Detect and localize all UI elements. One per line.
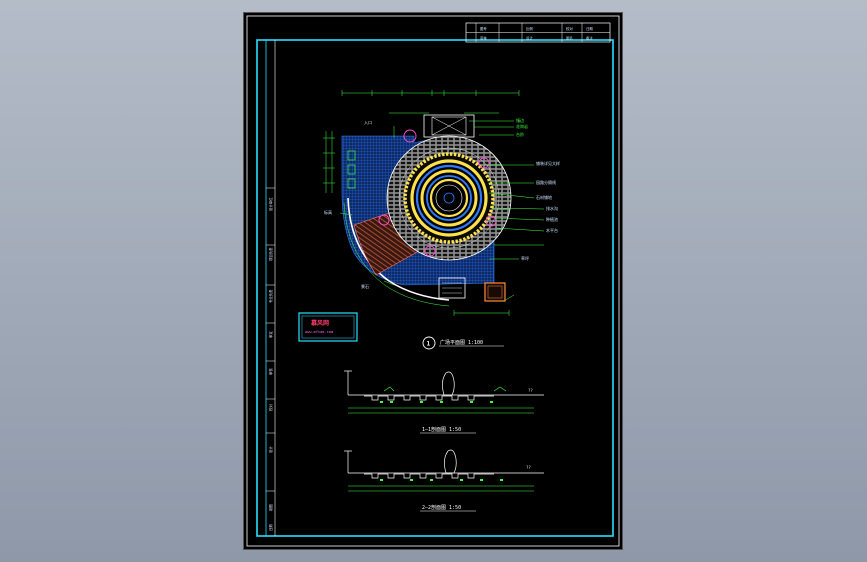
side-cell-3: 专业负责 [268, 289, 273, 303]
section-1: ?? 1—1剖面图 1:50 [344, 370, 544, 434]
tree-pit-2 [478, 157, 490, 169]
plan-label-bottom: 景石 [361, 283, 369, 289]
square-planter [484, 282, 506, 302]
curved-path-edge [347, 197, 450, 301]
plan-label-1: 镶边 [516, 117, 524, 123]
tree-pit-1 [403, 129, 417, 143]
section-2: ?? 2—2剖面图 1:50 [344, 449, 544, 512]
side-panel [266, 187, 275, 492]
section-1-rock [442, 371, 455, 396]
bottom-entrance [438, 277, 466, 299]
title-block: 图号 比例 校对 日期 审核 设计 图名 备注 [465, 22, 611, 43]
plan-label-8: 种植池 [546, 216, 558, 222]
title-cell-6: 设计 [526, 36, 533, 41]
plan-label-4: 铺装详见大样 [536, 160, 560, 166]
plan-label-6: 石材铺地 [536, 194, 552, 200]
left-planters [347, 150, 356, 189]
side-cell-7: 设计 [268, 446, 273, 453]
outer-frame [246, 15, 620, 547]
plan-label-2: 花岗岩 [516, 123, 528, 129]
side-cell-4: 审定 [268, 331, 273, 338]
title-cell-1: 图号 [480, 26, 487, 31]
section-2-marks: ?? [526, 465, 531, 470]
plan-circle-number: 1 [427, 341, 431, 348]
watermark-badge: 慕风网 www.mfcad.com [298, 312, 358, 342]
section-2-rock [444, 449, 457, 474]
title-cell-7: 图名 [566, 36, 573, 41]
plan-label-5: 园路分隔线 [536, 179, 556, 185]
leader-lines [339, 120, 545, 302]
side-cell-5: 审核 [268, 368, 273, 375]
circle-center [443, 192, 455, 204]
tree-pit-5 [378, 214, 390, 226]
tree-pit-4 [424, 245, 436, 257]
plan-label-10: 草坪 [521, 255, 529, 261]
side-cell-9: 日期 [268, 524, 273, 531]
entrance-steps [423, 114, 475, 138]
title-cell-3: 校对 [566, 26, 573, 31]
side-panel-text: 设计单位 项目负责 专业负责 审定 审核 校对 设计 制图 日期 [268, 197, 273, 531]
bottom-dimension [453, 310, 510, 316]
plan-label-3: 台阶 [516, 131, 524, 137]
watermark-line1: 慕风网 [310, 319, 329, 327]
watermark-line2: www.mfcad.com [305, 330, 333, 334]
section-1-caption: 1—1剖面图 1:50 [422, 426, 461, 433]
plan-label-7: 排水沟 [546, 205, 558, 211]
title-cell-5: 审核 [480, 36, 487, 41]
section-1-marks: ?? [528, 388, 533, 393]
plan-label-left-1: 入口 [364, 120, 372, 125]
top-dimension [341, 90, 520, 114]
left-dimension [323, 131, 335, 193]
drawing-sheet: 图号 比例 校对 日期 审核 设计 图名 备注 设计单位 项目负责 专业负责 审… [244, 13, 622, 549]
plan-label-left-2: 标高 [324, 209, 332, 215]
side-cell-8: 制图 [268, 504, 273, 511]
side-cell-1: 设计单位 [268, 197, 273, 211]
plan-view: 镶边 花岗岩 台阶 铺装详见大样 园路分隔线 石材铺地 排水沟 种植池 木平台 … [323, 90, 560, 350]
title-cell-4: 日期 [586, 26, 593, 31]
plan-label-9: 木平台 [546, 227, 558, 233]
plan-circle-marker [422, 336, 436, 350]
title-cell-8: 备注 [586, 36, 593, 41]
plan-caption: 广场平面图 1:100 [440, 339, 483, 346]
side-cell-2: 项目负责 [268, 247, 273, 261]
inner-frame [256, 39, 614, 537]
tree-pit-3 [485, 215, 497, 227]
title-cell-2: 比例 [526, 26, 533, 31]
side-cell-6: 校对 [268, 404, 273, 411]
section-2-caption: 2—2剖面图 1:50 [422, 504, 461, 511]
